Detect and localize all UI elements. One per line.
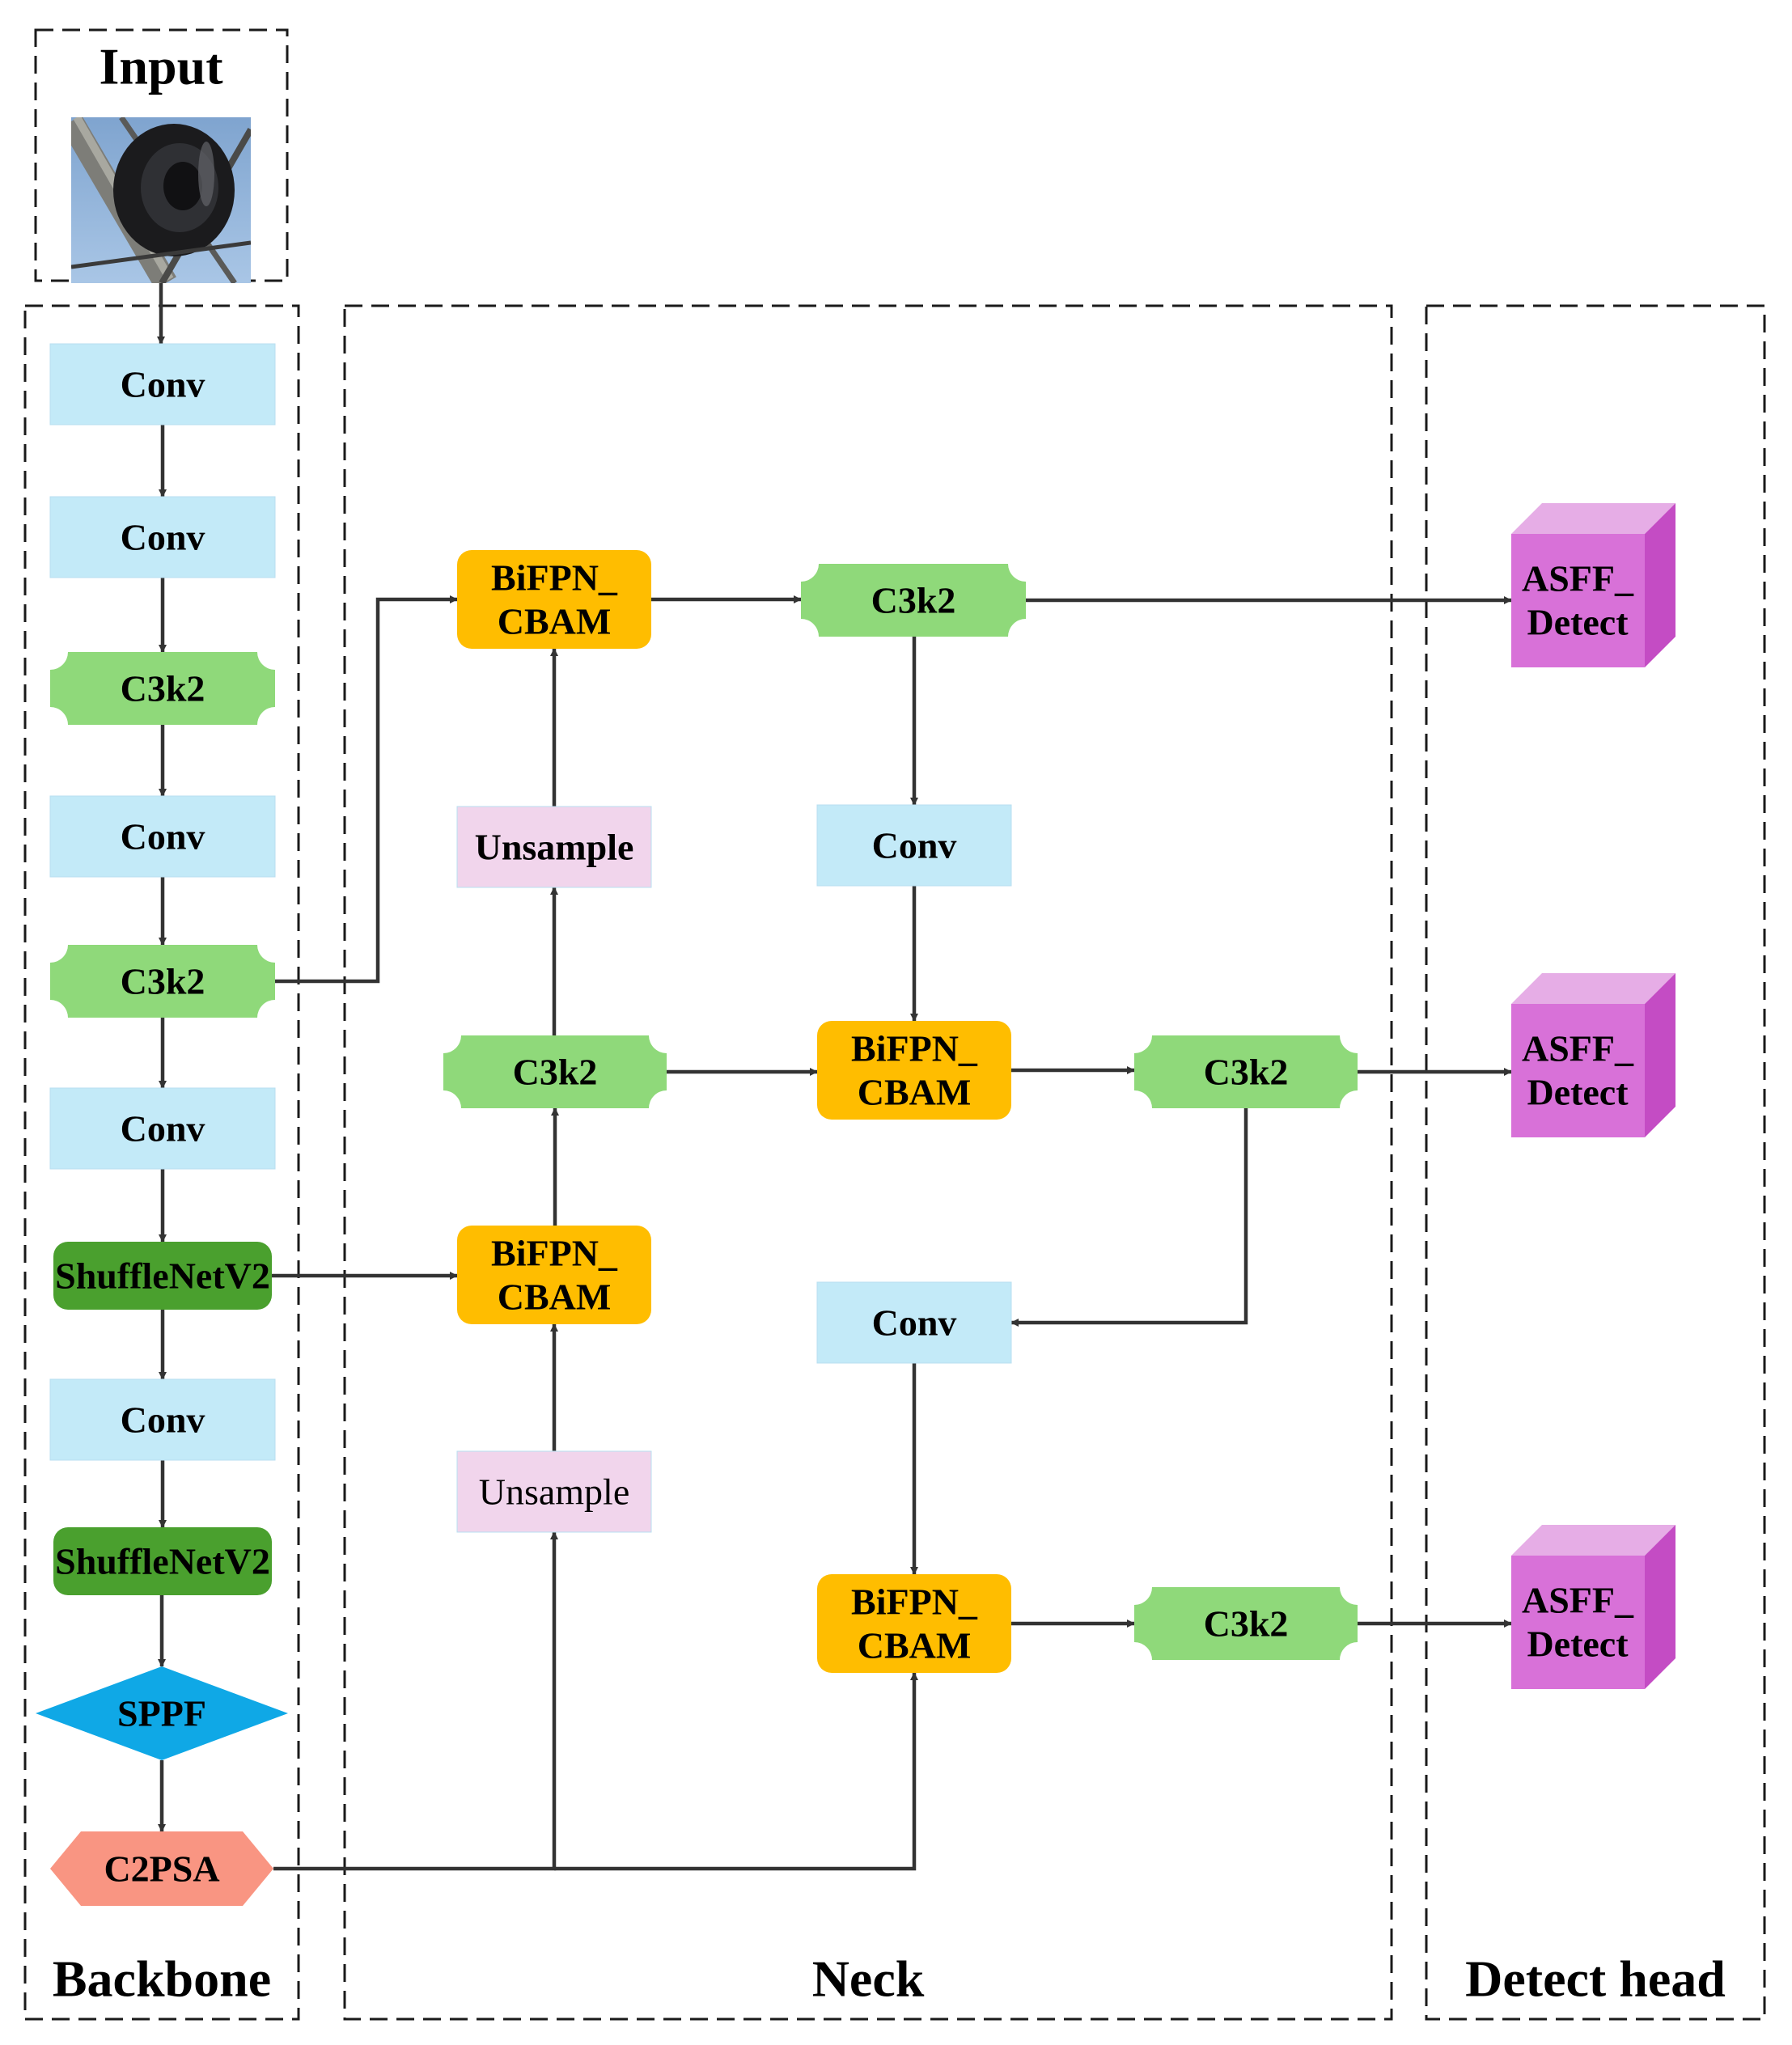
n-uns2-label: Unsample: [479, 1471, 630, 1513]
node-n-c3k2-mid2: C3k2: [1134, 1035, 1358, 1108]
node-b-c2psa: C2PSA: [50, 1831, 273, 1906]
n-c3k2-top-label: C3k2: [871, 580, 956, 621]
detect-head-title: Detect head: [1465, 1950, 1726, 2008]
node-h-det2: ASFF_Detect: [1511, 973, 1675, 1137]
node-h-det1: ASFF_Detect: [1511, 503, 1675, 667]
edge-n-c3k2-mid2-to-n-conv-b: [1010, 1108, 1248, 1327]
n-bifpn4-label-line1: BiFPN_: [851, 1581, 978, 1623]
node-n-bifpn3: BiFPN_CBAM: [457, 1226, 651, 1324]
nodes: ConvConvC3k2ConvC3k2ConvShuffleNetV2Conv…: [36, 343, 1675, 1906]
n-bifpn4-label-line2: CBAM: [858, 1625, 972, 1666]
input-title: Input: [100, 38, 224, 95]
n-bifpn1-label-line2: CBAM: [498, 601, 612, 642]
b-shuf1-label: ShuffleNetV2: [55, 1255, 270, 1297]
node-n-bifpn2: BiFPN_CBAM: [817, 1021, 1011, 1120]
n-bifpn3-label-line2: CBAM: [498, 1277, 612, 1318]
n-c3k2-mid2-label: C3k2: [1204, 1052, 1289, 1093]
node-b-conv4: Conv: [49, 1087, 276, 1170]
b-shuf2-label: ShuffleNetV2: [55, 1541, 270, 1582]
node-h-det3: ASFF_Detect: [1511, 1525, 1675, 1689]
edge-b-c2psa-to-n-uns2: [273, 1531, 558, 1871]
n-c3k2-bot-label: C3k2: [1204, 1603, 1289, 1645]
node-n-uns1: Unsample: [456, 806, 652, 888]
b-conv4-label: Conv: [121, 1108, 205, 1150]
node-n-bifpn4: BiFPN_CBAM: [817, 1574, 1011, 1673]
node-b-conv3: Conv: [49, 795, 276, 878]
node-b-c3k2-2: C3k2: [50, 945, 275, 1018]
h-det2-label-line2: Detect: [1527, 1072, 1629, 1113]
node-b-c3k2-1: C3k2: [50, 652, 275, 725]
edge-b-c2psa-to-n-bifpn4: [554, 1672, 918, 1871]
node-n-bifpn1: BiFPN_CBAM: [457, 550, 651, 649]
node-n-c3k2-mid: C3k2: [443, 1035, 667, 1108]
h-det1-label-line2: Detect: [1527, 602, 1629, 643]
h-det3-label-line2: Detect: [1527, 1624, 1629, 1665]
b-c3k2-1-label: C3k2: [121, 668, 205, 709]
node-b-shuf2: ShuffleNetV2: [53, 1527, 272, 1595]
node-n-c3k2-bot: C3k2: [1134, 1587, 1358, 1660]
n-conv-b-label: Conv: [872, 1302, 957, 1344]
detect-head-frame: [1425, 304, 1766, 2021]
n-bifpn2-label-line2: CBAM: [858, 1072, 972, 1113]
b-conv2-label: Conv: [121, 517, 205, 558]
b-c2psa-label: C2PSA: [104, 1848, 219, 1890]
n-bifpn1-label-line1: BiFPN_: [491, 557, 618, 599]
n-conv-a-label: Conv: [872, 825, 957, 866]
node-n-conv-b: Conv: [816, 1281, 1012, 1364]
backbone-title: Backbone: [53, 1950, 271, 2008]
node-b-conv2: Conv: [49, 496, 276, 578]
b-conv1-label: Conv: [121, 364, 205, 405]
node-b-sppf: SPPF: [36, 1666, 288, 1760]
b-sppf-label: SPPF: [117, 1693, 206, 1734]
node-n-c3k2-top: C3k2: [801, 564, 1026, 637]
h-det2-label-line1: ASFF_: [1522, 1028, 1634, 1069]
neck-title: Neck: [812, 1950, 925, 2008]
node-n-conv-a: Conv: [816, 804, 1012, 887]
n-c3k2-mid-label: C3k2: [513, 1052, 598, 1093]
h-det3-label-line1: ASFF_: [1522, 1580, 1634, 1621]
edge-b-c3k2-2-to-n-bifpn1: [275, 595, 458, 984]
node-n-uns2: Unsample: [456, 1450, 652, 1533]
h-det1-label-line1: ASFF_: [1522, 558, 1634, 599]
neck-frame: [343, 304, 1393, 2021]
input-image: [71, 117, 251, 283]
n-bifpn2-label-line1: BiFPN_: [851, 1028, 978, 1069]
n-bifpn3-label-line1: BiFPN_: [491, 1233, 618, 1274]
edges: [157, 283, 1512, 1871]
node-b-shuf1: ShuffleNetV2: [53, 1242, 272, 1310]
node-b-conv1: Conv: [49, 343, 276, 426]
b-conv5-label: Conv: [121, 1399, 205, 1441]
b-conv3-label: Conv: [121, 816, 205, 857]
n-uns1-label: Unsample: [475, 827, 634, 868]
node-b-conv5: Conv: [49, 1378, 276, 1461]
b-c3k2-2-label: C3k2: [121, 961, 205, 1002]
